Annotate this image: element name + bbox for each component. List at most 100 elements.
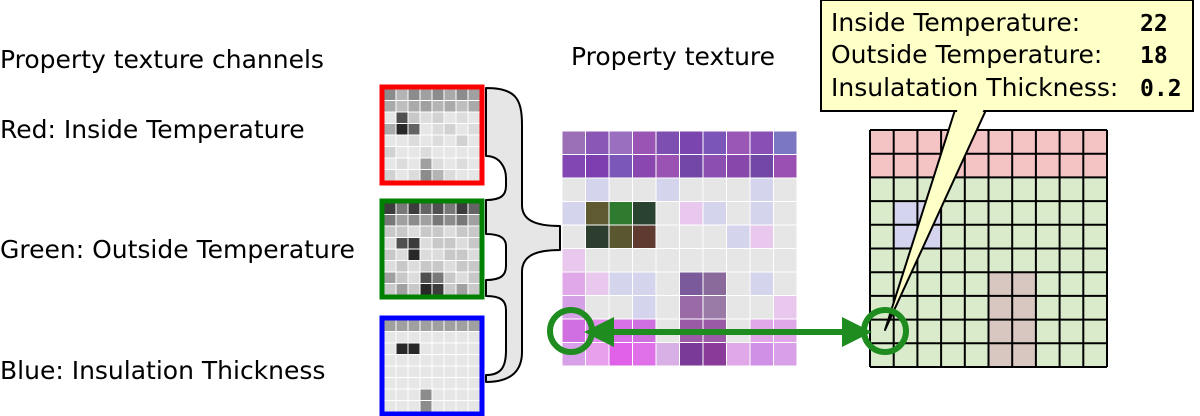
model-cell	[964, 272, 989, 296]
red-channel-texel	[443, 169, 457, 182]
combined-texel	[561, 248, 586, 273]
combined-texel	[726, 130, 751, 155]
combined-texel	[726, 177, 751, 202]
combined-texel	[773, 224, 798, 249]
red-channel-texel	[395, 134, 409, 147]
red-channel-label: Red: Inside Temperature	[0, 115, 305, 144]
combined-texel	[702, 224, 727, 249]
green-channel-texel	[407, 214, 421, 227]
model-cell	[964, 248, 989, 273]
combined-texel	[773, 271, 798, 296]
red-channel-texel	[383, 123, 397, 136]
green-channel-texel	[407, 237, 421, 250]
combined-texel	[561, 130, 586, 155]
red-channel-texel	[419, 157, 433, 170]
model-cell	[893, 177, 918, 202]
blue-channel-texel	[407, 354, 421, 367]
model-cell	[941, 272, 965, 296]
combined-texel	[608, 248, 633, 273]
model-cell	[988, 224, 1013, 249]
model-cell	[941, 295, 965, 320]
red-channel-texel	[395, 169, 409, 182]
red-channel-texel	[455, 157, 469, 170]
combined-texel	[726, 201, 751, 226]
red-channel-texel	[419, 88, 433, 101]
blue-channel-texel	[443, 365, 457, 378]
blue-channel-texel	[383, 365, 397, 378]
model-cell	[870, 272, 894, 296]
model-cell	[1035, 201, 1060, 225]
green-channel-texel	[455, 225, 469, 238]
model-cell	[964, 153, 989, 178]
green-channel-label: Green: Outside Temperature	[0, 235, 355, 264]
green-channel-texel	[419, 248, 433, 261]
model-cell	[1012, 130, 1036, 154]
green-channel-texel	[467, 271, 481, 284]
blue-channel-texel	[443, 354, 457, 367]
red-channel-texel	[455, 111, 469, 124]
red-channel-texel	[431, 88, 445, 101]
red-channel-texel	[443, 157, 457, 170]
blue-channel-texel	[431, 331, 445, 344]
red-channel-texel	[431, 100, 445, 113]
combined-texel	[655, 342, 680, 367]
blue-channel-texel	[431, 319, 445, 332]
blue-channel-texel	[467, 331, 481, 344]
green-channel-texel	[431, 283, 445, 296]
red-channel-texel	[455, 169, 469, 182]
combined-texel	[702, 248, 727, 273]
blue-channel-texture	[383, 319, 481, 413]
model-cell	[988, 295, 1013, 320]
combined-texel	[749, 177, 774, 202]
red-channel-texel	[443, 134, 457, 147]
combined-texel	[702, 201, 727, 226]
combined-texel	[585, 248, 610, 273]
combined-texel	[773, 201, 798, 226]
callout-box	[820, 0, 1194, 112]
model-cell	[1059, 201, 1084, 225]
blue-channel-texel	[431, 365, 445, 378]
model-cell	[1012, 248, 1036, 273]
red-channel-texel	[419, 134, 433, 147]
model-cell	[870, 248, 894, 273]
combined-texel	[561, 177, 586, 202]
model-cell	[1035, 130, 1060, 154]
red-channel-texel	[467, 88, 481, 101]
blue-channel-texel	[455, 400, 469, 413]
model-cell	[1083, 272, 1107, 296]
green-channel-texel	[407, 283, 421, 296]
model-cell	[988, 153, 1013, 178]
combined-texel	[679, 130, 704, 155]
red-channel-texel	[419, 146, 433, 159]
blue-channel-texel	[455, 354, 469, 367]
blue-channel-texel	[383, 388, 397, 401]
combined-texel	[679, 177, 704, 202]
combined-texel	[679, 154, 704, 179]
combined-texel	[655, 224, 680, 249]
combined-texel	[632, 224, 657, 249]
red-channel-texel	[407, 111, 421, 124]
red-channel-texel	[407, 134, 421, 147]
combined-texel	[773, 342, 798, 367]
red-channel-texel	[455, 146, 469, 159]
green-channel-texel	[443, 225, 457, 238]
model-cell	[1083, 153, 1107, 178]
combined-texel	[749, 154, 774, 179]
merge-bracket	[485, 87, 561, 383]
green-channel-texel	[395, 225, 409, 238]
model-cell	[1035, 343, 1060, 367]
green-channel-texel	[455, 214, 469, 227]
model-cell	[1059, 153, 1084, 178]
green-channel-texel	[383, 271, 397, 284]
green-channel-texel	[395, 271, 409, 284]
red-channel-texel	[431, 134, 445, 147]
model-cell	[1083, 224, 1107, 249]
callout-value-outside-temp: 18	[1140, 43, 1168, 69]
red-channel-texel	[383, 157, 397, 170]
model-cell	[917, 295, 942, 320]
green-channel-texel	[455, 248, 469, 261]
green-channel-texel	[407, 260, 421, 273]
red-channel-texel	[455, 134, 469, 147]
blue-channel-texel	[383, 331, 397, 344]
blue-channel-texel	[431, 342, 445, 355]
